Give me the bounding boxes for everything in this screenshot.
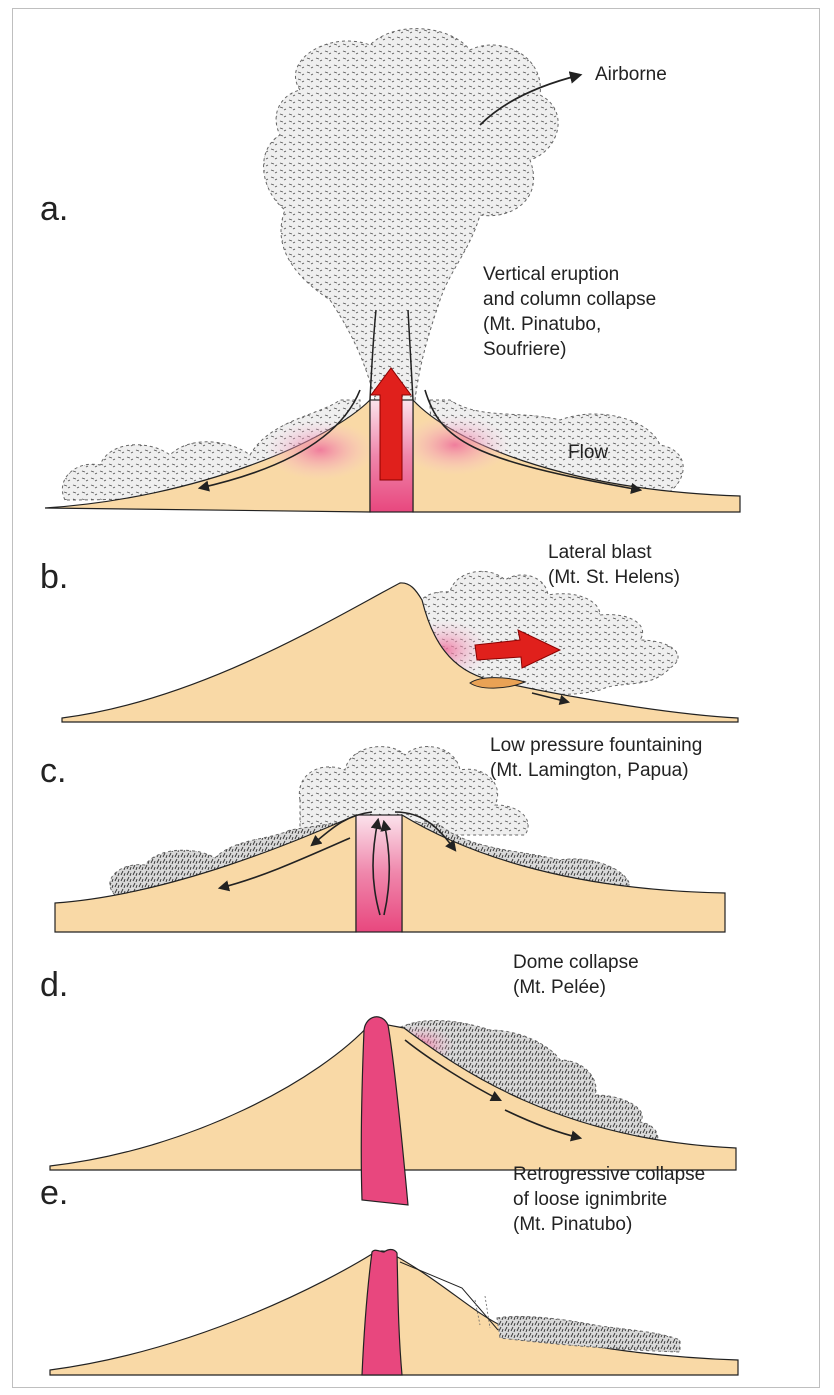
panel-b-letter: b. (40, 558, 68, 597)
panel-d-description: Dome collapse (Mt. Pelée) (513, 950, 639, 1000)
panel-e (50, 1250, 738, 1376)
panel-c-conduit (356, 815, 402, 932)
panel-e-description: Retrogressive collapse of loose ignimbri… (513, 1162, 705, 1237)
panel-c-letter: c. (40, 752, 66, 791)
panel-a-letter: a. (40, 190, 68, 229)
panel-d-letter: d. (40, 966, 68, 1005)
panel-a-airborne-label: Airborne (595, 62, 667, 87)
panel-a-flow-label: Flow (568, 440, 608, 465)
panel-e-letter: e. (40, 1174, 68, 1213)
panel-c-description: Low pressure fountaining (Mt. Lamington,… (490, 733, 702, 783)
panel-b-description: Lateral blast (Mt. St. Helens) (548, 540, 680, 590)
panel-b (62, 571, 738, 722)
panel-a-description: Vertical eruption and column collapse (M… (483, 262, 656, 362)
